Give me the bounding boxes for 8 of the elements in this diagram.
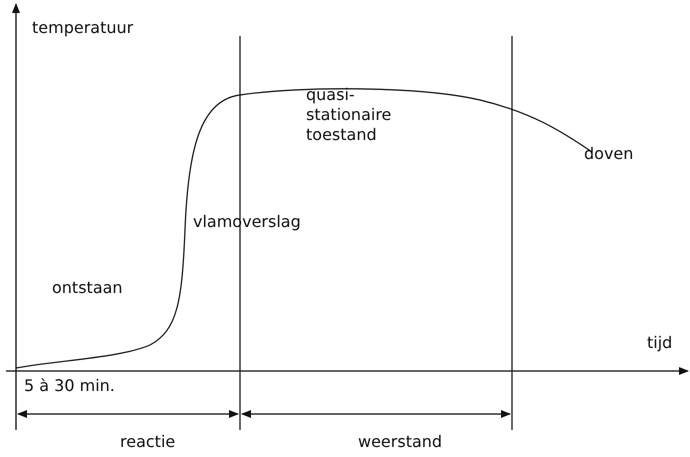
phase-label: doven [584,144,634,164]
period-label: reactie [120,432,176,452]
period-label: weerstand [358,432,442,452]
axis-label: temperatuur [32,18,134,38]
phase-label: quasi-stationaire toestand [306,85,392,145]
duration-label: 5 à 30 min. [24,376,115,396]
phase-label: ontstaan [52,278,123,298]
axis-label: tijd [647,333,672,353]
